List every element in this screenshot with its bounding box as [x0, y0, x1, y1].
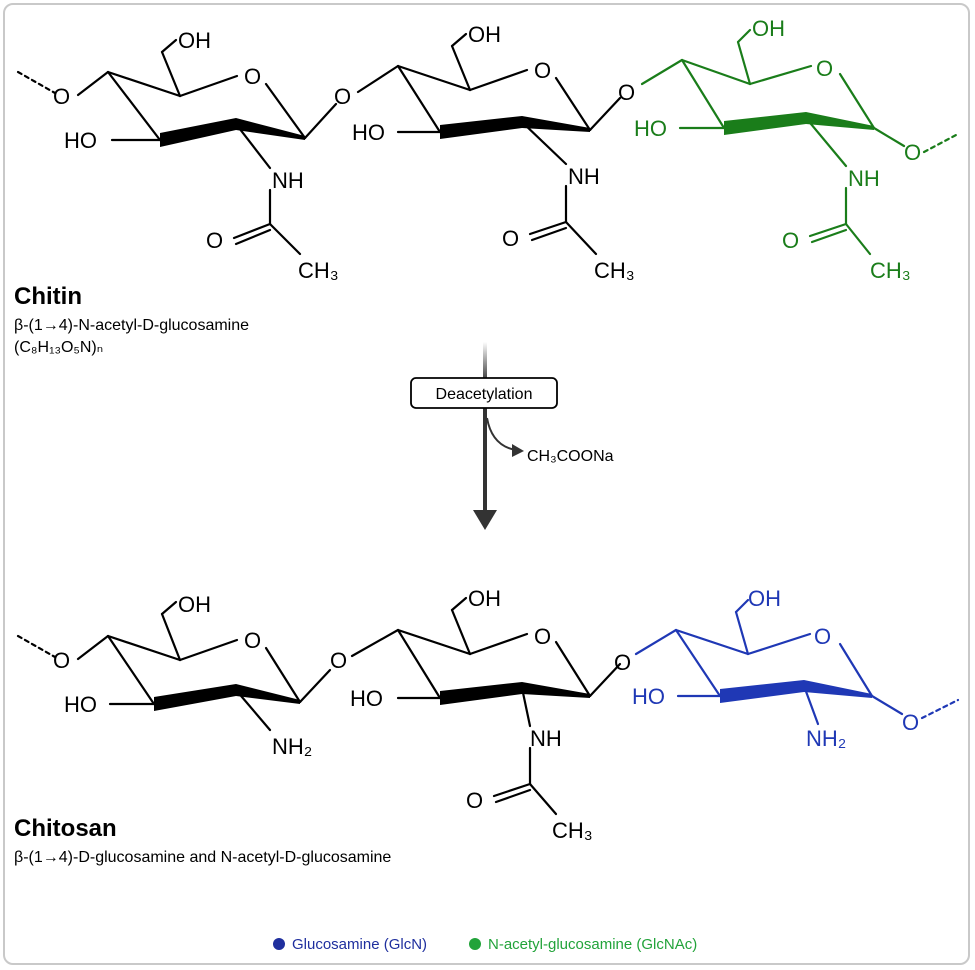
- methyl-label: CH₃: [870, 258, 911, 283]
- atom-label: OH: [178, 28, 211, 53]
- glycosidic-oxygen-label: O: [904, 140, 921, 165]
- ring-oxygen-label: O: [816, 56, 833, 81]
- chitosan-structure: O OH O HO NH₂ O OH O: [16, 586, 960, 843]
- atom-label: OH: [468, 22, 501, 47]
- atom-label: HO: [64, 692, 97, 717]
- atom-label: O: [53, 84, 70, 109]
- methyl-label: CH₃: [552, 818, 593, 843]
- glycosidic-oxygen-label: O: [902, 710, 919, 735]
- atom-label: NH: [530, 726, 562, 751]
- atom-label: OH: [468, 586, 501, 611]
- chitin-title: Chitin: [14, 283, 82, 310]
- chitosan-unit-3-glcn: [634, 598, 960, 726]
- chitin-unit-1: [16, 38, 338, 256]
- atom-label: NH: [272, 168, 304, 193]
- glycosidic-oxygen-label: O: [334, 84, 351, 109]
- atom-label: HO: [352, 120, 385, 145]
- glycosidic-oxygen-label: O: [330, 648, 347, 673]
- chitin-unit-1-labels: O OH O HO NH O CH₃ O: [53, 28, 351, 283]
- atom-label: O: [206, 228, 223, 253]
- atom-label: OH: [748, 586, 781, 611]
- chitin-unit-2: [356, 32, 622, 256]
- atom-label: O: [782, 228, 799, 253]
- legend: Glucosamine (GlcN) N-acetyl-glucosamine …: [273, 936, 697, 953]
- ring-oxygen-label: O: [244, 64, 261, 89]
- atom-label: NH: [848, 166, 880, 191]
- atom-label: HO: [632, 684, 665, 709]
- deacetylation-box: [410, 377, 558, 409]
- chitin-unit-3-glcnac: [640, 28, 960, 256]
- amine-label: NH₂: [272, 734, 312, 759]
- atom-label: HO: [634, 116, 667, 141]
- chitin-formula: (C₈H₁₃O₅N)ₙ: [14, 339, 103, 356]
- byproduct-label: CH₃COONa: [527, 448, 614, 465]
- legend-glucosamine-dot: [273, 938, 285, 950]
- atom-label: HO: [350, 686, 383, 711]
- atom-label: NH: [568, 164, 600, 189]
- glycosidic-oxygen-label: O: [618, 80, 635, 105]
- legend-glucosamine-label: Glucosamine (GlcN): [292, 936, 427, 953]
- methyl-label: CH₃: [594, 258, 635, 283]
- atom-label: O: [502, 226, 519, 251]
- reaction-arrow: Deacetylation CH₃COONa: [410, 342, 614, 530]
- atom-label: O: [466, 788, 483, 813]
- chitin-unit-3-labels: OH O HO NH O CH₃ O: [634, 16, 921, 283]
- atom-label: HO: [64, 128, 97, 153]
- methyl-label: CH₃: [298, 258, 339, 283]
- chitosan-subtitle: β-(1→4)-D-glucosamine and N-acetyl-D-glu…: [14, 849, 391, 866]
- legend-glcnac-dot: [469, 938, 481, 950]
- legend-glcnac-label: N-acetyl-glucosamine (GlcNAc): [488, 936, 697, 953]
- figure-frame: [3, 3, 970, 965]
- deacetylation-label: Deacetylation: [436, 386, 533, 403]
- chitin-unit-2-labels: OH O HO NH O CH₃ O: [352, 22, 635, 283]
- ring-oxygen-label: O: [244, 628, 261, 653]
- atom-label: O: [53, 648, 70, 673]
- chitosan-unit-3-labels: OH O HO NH₂ O: [632, 586, 919, 751]
- chitosan-unit-2: [350, 596, 622, 816]
- chitosan-unit-2-labels: OH O HO NH O CH₃ O: [350, 586, 631, 843]
- chitin-subtitle: β-(1→4)-N-acetyl-D-glucosamine: [14, 317, 249, 334]
- atom-label: OH: [752, 16, 785, 41]
- chitosan-title: Chitosan: [14, 815, 117, 842]
- ring-oxygen-label: O: [534, 58, 551, 83]
- chitosan-unit-1: [16, 600, 332, 732]
- amine-label: NH₂: [806, 726, 846, 751]
- glycosidic-oxygen-label: O: [614, 650, 631, 675]
- chitosan-unit-1-labels: O OH O HO NH₂ O: [53, 592, 347, 759]
- atom-label: OH: [178, 592, 211, 617]
- ring-oxygen-label: O: [814, 624, 831, 649]
- chitin-structure: O OH O HO NH O CH₃ O: [16, 16, 960, 283]
- ring-oxygen-label: O: [534, 624, 551, 649]
